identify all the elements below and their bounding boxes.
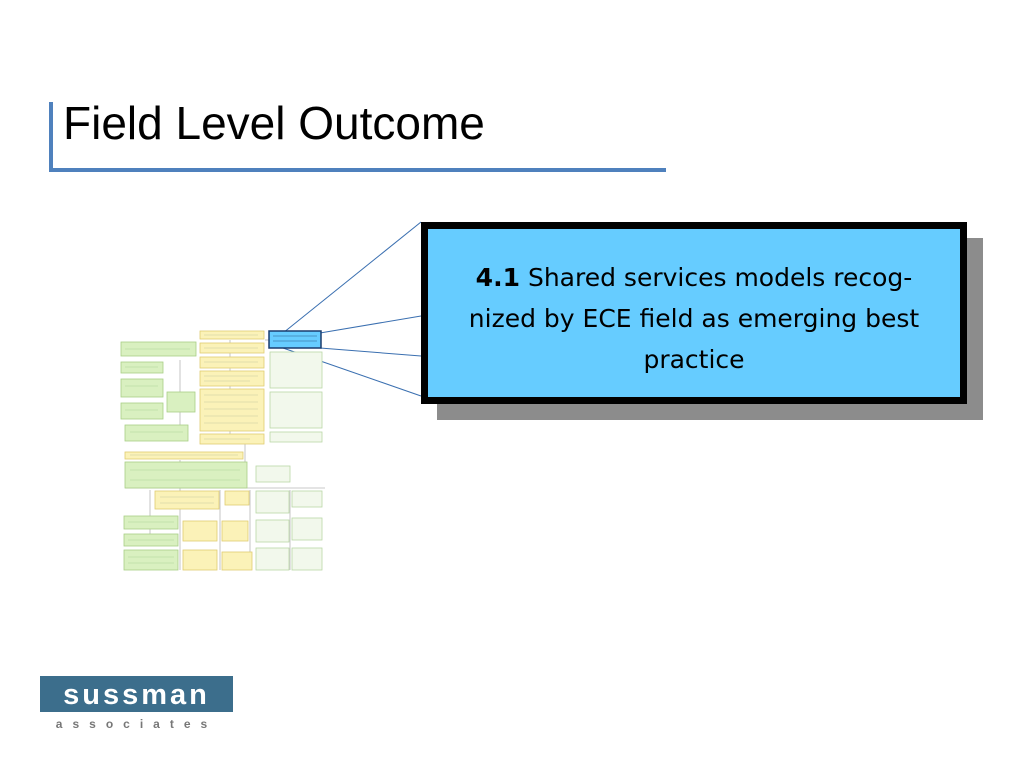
highlighted-outcome-box — [268, 330, 322, 349]
logo-tagline: associates — [55, 717, 218, 731]
logo-wordmark: sussman — [40, 676, 233, 712]
title-underline — [49, 168, 666, 172]
outcome-text: Shared services models recog-nized by EC… — [468, 263, 920, 374]
title-accent-bar — [49, 102, 53, 170]
outcome-number: 4.1 — [475, 263, 520, 292]
slide-title: Field Level Outcome — [63, 97, 485, 149]
sussman-associates-logo: sussman associates — [40, 676, 233, 731]
green-boxes — [120, 341, 248, 571]
